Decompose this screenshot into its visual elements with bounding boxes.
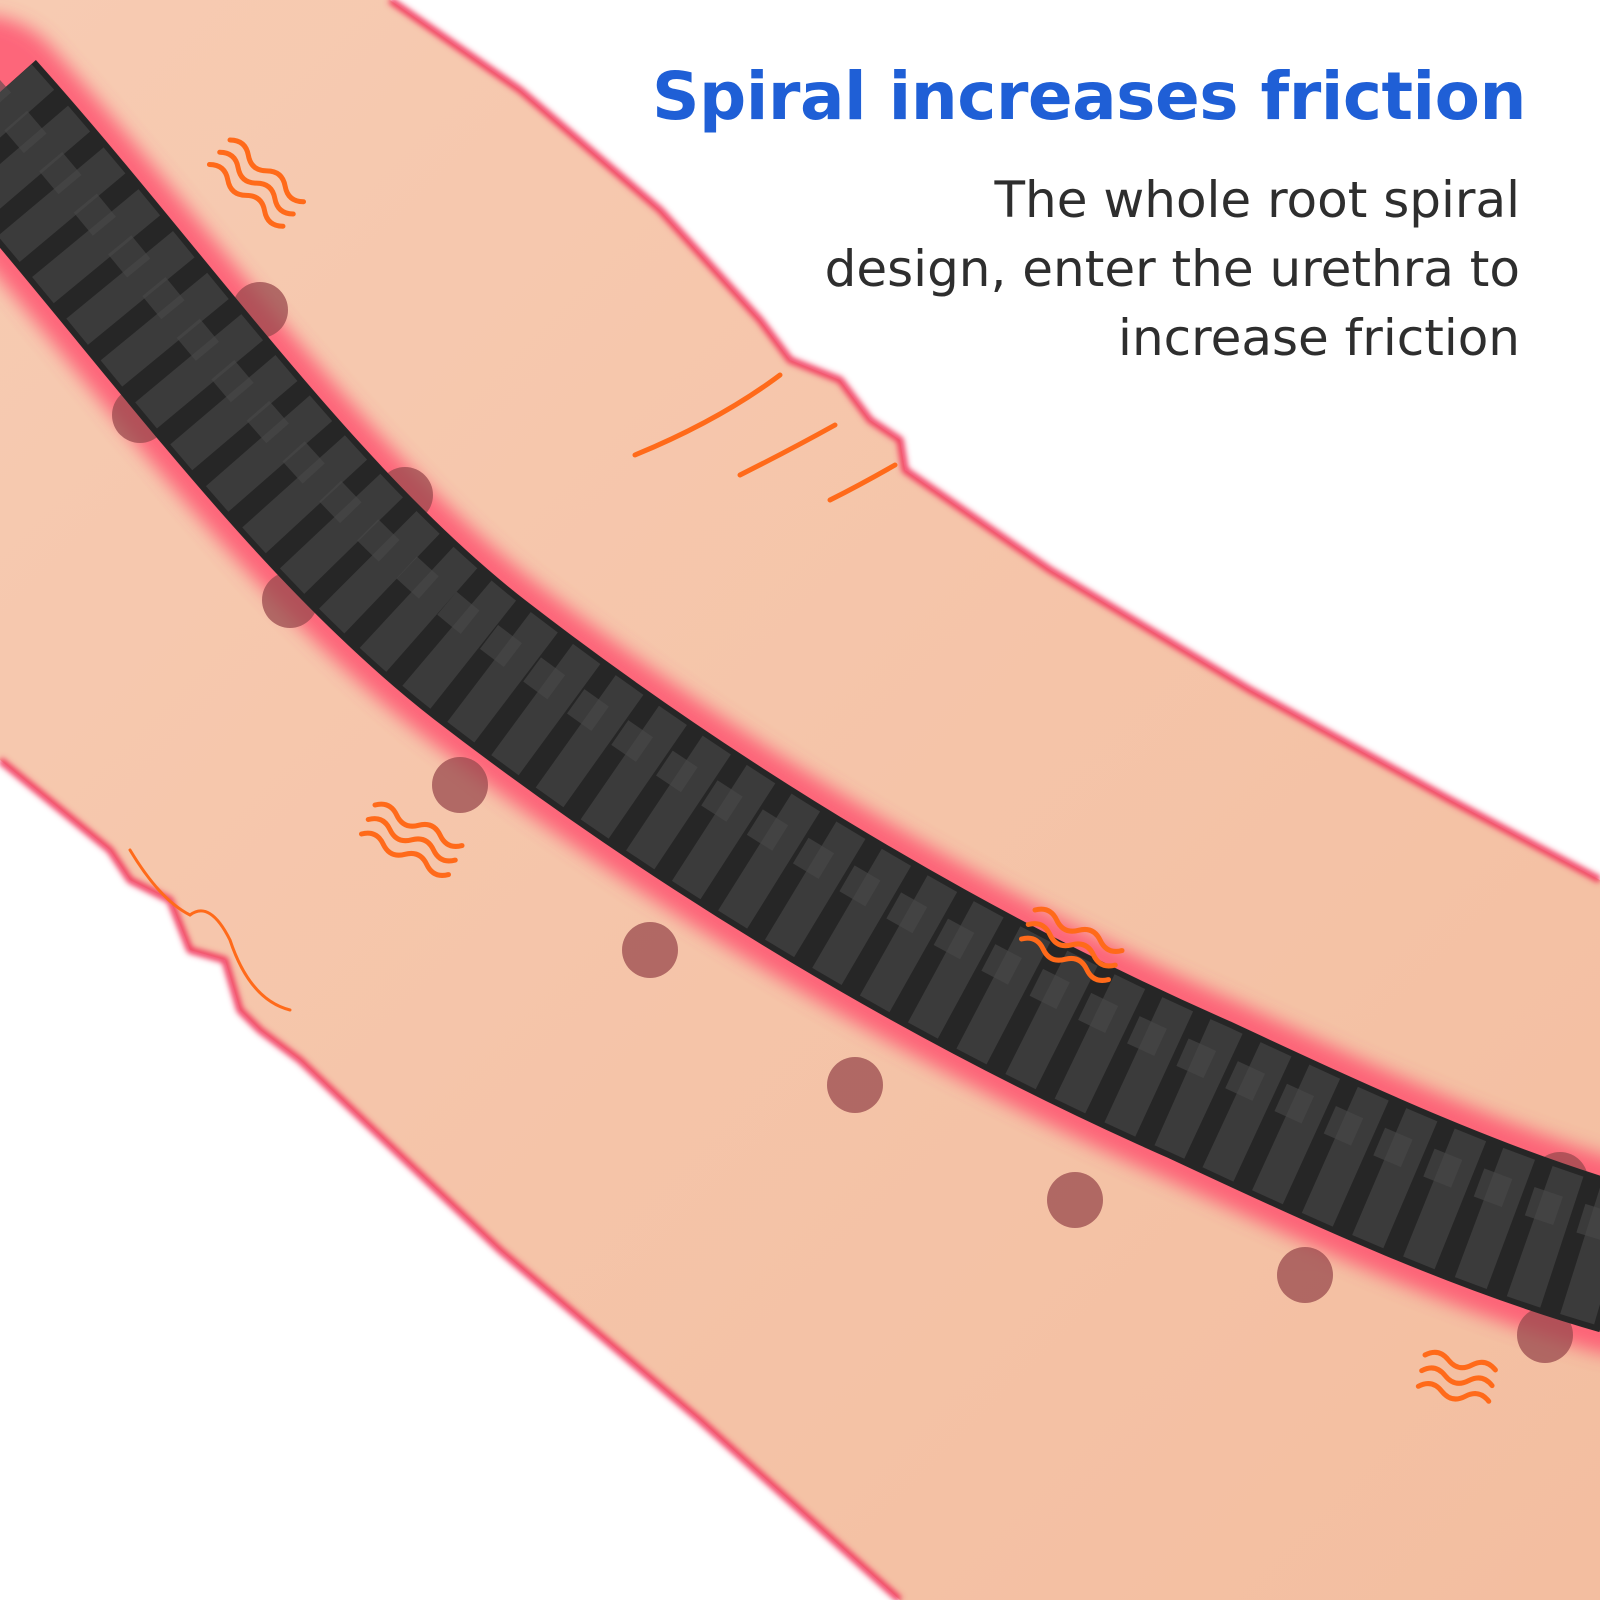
skin-outline-top [388, 0, 1600, 884]
spiral-rod-highlight [0, 79, 1600, 1240]
description-line: design, enter the urethra to [824, 240, 1520, 298]
description-line: The whole root spiral [994, 171, 1520, 229]
description: The whole root spiral design, enter the … [825, 166, 1520, 373]
description-line: increase friction [1118, 309, 1520, 367]
skin-outline-bottom [0, 757, 903, 1600]
heat-wave-icon [206, 137, 1498, 1404]
spiral-rod-ridges [0, 63, 1600, 1327]
skin-fold-marks [128, 372, 898, 1012]
headline: Spiral increases friction [652, 58, 1527, 135]
